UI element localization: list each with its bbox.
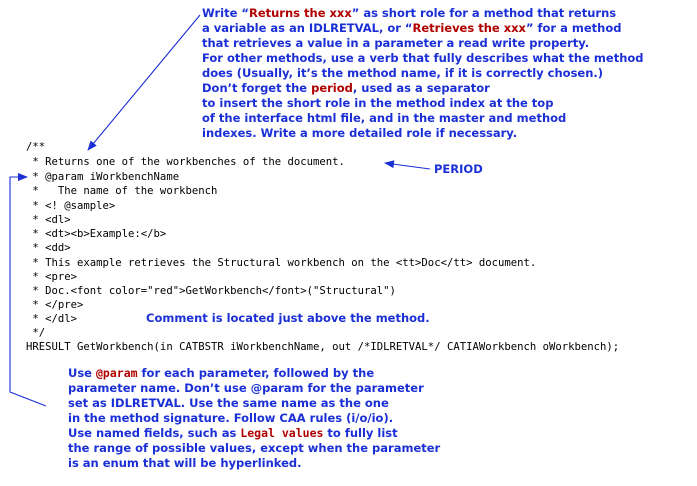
code-line: * </dl> [26, 313, 78, 325]
code-line: */ [26, 327, 46, 339]
code-line: * Doc.<font color="red">GetWorkbench</fo… [26, 285, 396, 297]
code-line: /** [26, 141, 46, 153]
retrieves-keyword: Retrieves the xxx [412, 21, 526, 35]
returns-keyword: Returns the xxx [248, 6, 352, 20]
code-line: * <dt><b>Example:</b> [26, 228, 167, 240]
code-line: * The name of the workbench [26, 185, 218, 197]
code-line: * <pre> [26, 271, 78, 283]
code-line: * </pre> [26, 299, 84, 311]
method-signature: HRESULT GetWorkbench(in CATBSTR iWorkben… [26, 341, 620, 353]
code-line: * This example retrieves the Structural … [26, 257, 537, 269]
code-line: * @param iWorkbenchName [26, 171, 180, 183]
code-line: * <! @sample> [26, 200, 116, 212]
param-annotation: Use @param for each parameter, followed … [68, 366, 441, 470]
period-label: PERIOD [434, 162, 483, 176]
code-line: * <dd> [26, 242, 71, 254]
param-keyword: @param [96, 366, 138, 380]
period-keyword: period [311, 81, 353, 95]
comment-location-note: Comment is located just above the method… [146, 311, 430, 325]
code-line: * <dl> [26, 214, 71, 226]
top-note-arrow [87, 14, 201, 151]
top-annotation: Write “Returns the xxx” as short role fo… [202, 6, 644, 140]
code-line: * Returns one of the workbenches of the … [26, 156, 345, 168]
legal-values-keyword: Legal values [240, 426, 324, 440]
period-arrow [384, 160, 431, 170]
